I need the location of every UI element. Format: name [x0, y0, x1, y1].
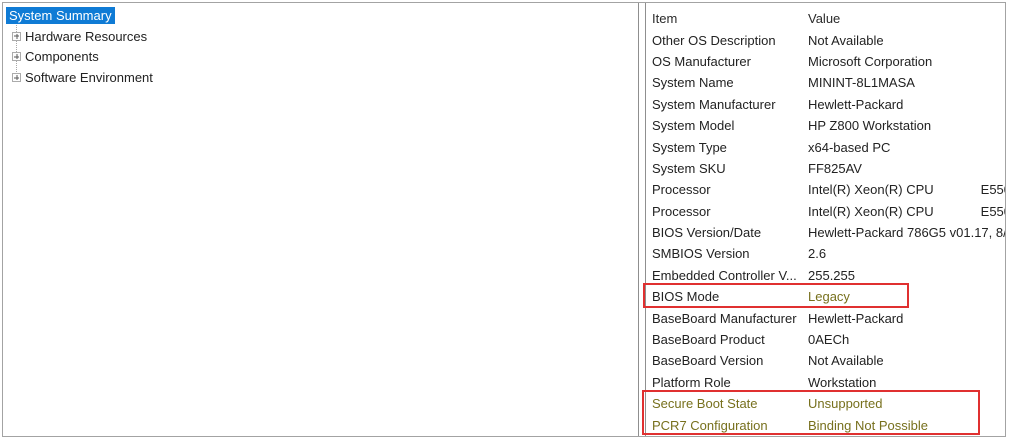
tree-item-label: Hardware Resources [25, 28, 148, 44]
tree-item-label: Software Environment [25, 70, 153, 86]
table-row[interactable]: BIOS Version/Date Hewlett-Packard 786G5 … [646, 222, 1005, 243]
item-cell: System Model [652, 118, 735, 134]
value-cell: Hewlett-Packard [808, 310, 904, 326]
item-cell: BIOS Mode [652, 289, 720, 305]
value-cell: Microsoft Corporation [808, 53, 933, 69]
value-cell: Legacy [808, 289, 850, 305]
value-cell: 2.6 [808, 246, 827, 262]
table-row[interactable]: System Manufacturer Hewlett-Packard [646, 94, 1005, 115]
item-cell: OS Manufacturer [652, 53, 751, 69]
value-cell: x64-based PC [808, 139, 891, 155]
table-row[interactable]: PCR7 Configuration Binding Not Possible [646, 414, 1005, 435]
tree-item-system-summary[interactable]: System Summary [3, 5, 638, 26]
table-row[interactable]: System Name MININT-8L1MASA [646, 72, 1005, 93]
table-row[interactable]: BaseBoard Product 0AECh [646, 329, 1005, 350]
table-row[interactable]: Embedded Controller V... 255.255 [646, 265, 1005, 286]
column-header-value[interactable]: Value [808, 11, 841, 27]
table-row[interactable]: Processor Intel(R) Xeon(R) CPU E5506 [646, 201, 1005, 222]
item-cell: BaseBoard Version [652, 353, 764, 369]
item-cell: System Manufacturer [652, 96, 776, 112]
item-cell: PCR7 Configuration [652, 417, 768, 433]
value-cell: 255.255 [808, 267, 855, 283]
value-cell: Intel(R) Xeon(R) CPU E5506 [808, 182, 1005, 198]
expand-plus-icon[interactable] [12, 31, 21, 41]
item-cell: BIOS Version/Date [652, 225, 762, 241]
table-row[interactable]: System Model HP Z800 Workstation [646, 115, 1005, 136]
item-cell: Platform Role [652, 374, 731, 390]
value-cell: Not Available [808, 32, 884, 48]
value-cell: Intel(R) Xeon(R) CPU E5506 [808, 203, 1005, 219]
table-row[interactable]: BaseBoard Version Not Available [646, 350, 1005, 371]
table-row[interactable]: System SKU FF825AV [646, 158, 1005, 179]
details-header-row: Item Value [646, 8, 1005, 29]
item-cell: SMBIOS Version [652, 246, 750, 262]
item-cell: System Name [652, 75, 734, 91]
table-row[interactable]: SMBIOS Version 2.6 [646, 243, 1005, 264]
tree-item-label: Components [25, 49, 99, 65]
details-panel: Item Value Other OS Description Not Avai… [645, 3, 1005, 436]
category-tree-panel: System Summary Hardware Resources Compon… [3, 3, 639, 436]
tree-item-software-environment[interactable]: Software Environment [3, 67, 638, 88]
value-cell: MININT-8L1MASA [808, 75, 915, 91]
item-cell: System Type [652, 139, 727, 155]
table-row[interactable]: Secure Boot State Unsupported [646, 393, 1005, 414]
expand-plus-icon[interactable] [12, 52, 21, 62]
table-row[interactable]: System Type x64-based PC [646, 136, 1005, 157]
value-cell: HP Z800 Workstation [808, 118, 932, 134]
tree-item-hardware-resources[interactable]: Hardware Resources [3, 26, 638, 47]
value-cell: Not Available [808, 353, 884, 369]
tree-item-components[interactable]: Components [3, 47, 638, 68]
item-cell: BaseBoard Product [652, 332, 765, 348]
table-row[interactable]: Other OS Description Not Available [646, 29, 1005, 50]
tree-item-label: System Summary [6, 6, 115, 24]
column-header-item[interactable]: Item [652, 11, 678, 27]
item-cell: Other OS Description [652, 32, 776, 48]
item-cell: Embedded Controller V... [652, 267, 797, 283]
table-row[interactable]: Platform Role Workstation [646, 372, 1005, 393]
table-row[interactable]: BaseBoard Manufacturer Hewlett-Packard [646, 307, 1005, 328]
value-cell: Unsupported [808, 396, 883, 412]
table-row[interactable]: Processor Intel(R) Xeon(R) CPU E5506 [646, 179, 1005, 200]
value-cell: Hewlett-Packard [808, 96, 904, 112]
table-row[interactable]: OS Manufacturer Microsoft Corporation [646, 51, 1005, 72]
item-cell: Processor [652, 182, 711, 198]
value-cell: FF825AV [808, 160, 862, 176]
value-cell: 0AECh [808, 332, 850, 348]
item-cell: BaseBoard Manufacturer [652, 310, 797, 326]
item-cell: System SKU [652, 160, 726, 176]
item-cell: Processor [652, 203, 711, 219]
value-cell: Hewlett-Packard 786G5 v01.17, 8/ [808, 225, 1005, 241]
item-cell: Secure Boot State [652, 396, 758, 412]
table-row[interactable]: BIOS Mode Legacy [646, 286, 1005, 307]
details-rows: Other OS Description Not Available OS Ma… [646, 29, 1005, 435]
value-cell: Binding Not Possible [808, 417, 928, 433]
expand-plus-icon[interactable] [12, 73, 21, 83]
value-cell: Workstation [808, 374, 877, 390]
panel-splitter[interactable] [639, 3, 645, 436]
